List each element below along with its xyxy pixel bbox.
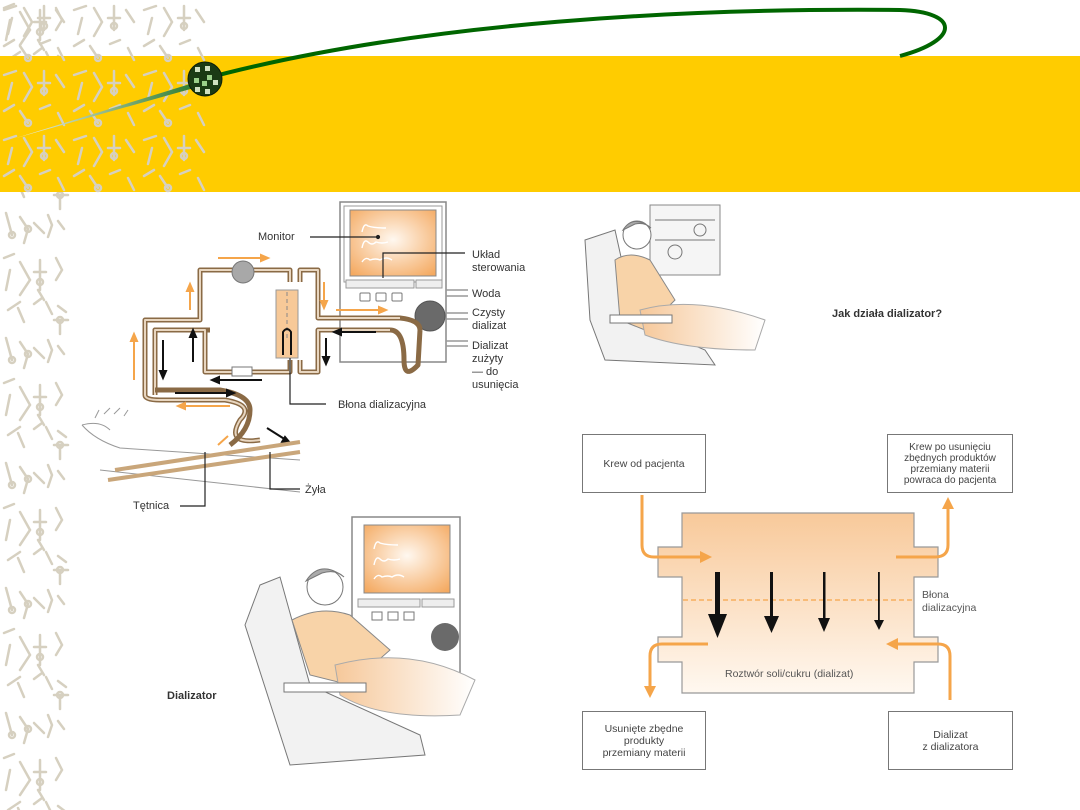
box-blood-returns: Krew po usunięciu zbędnych produktów prz… [887,434,1013,493]
diffusion-arrows [708,572,884,638]
label-control-unit-2: sterowania [472,262,526,274]
flow-arrows-orange [129,253,389,446]
decorative-swoosh [16,7,947,138]
dialysis-circuit-diagram [81,201,468,507]
label-monitor: Monitor [258,231,295,243]
label-used-dialysate-1: Dializat [472,340,509,352]
label-clean-dialysate-2: dializat [472,320,507,332]
leader-lines [180,234,465,507]
clamp-icon [231,366,253,377]
label-water: Woda [472,288,501,300]
monitor-screen [349,209,437,277]
label-used-dialysate-4: usunięcia [472,379,519,391]
chair [244,576,426,766]
water-lines [446,289,468,347]
header-pattern [0,0,210,195]
box-removed-waste: Usunięte zbędne produkty przemiany mater… [582,711,706,770]
label-membrane: Błona dializacyjna [338,399,427,411]
label-membrane-2: dializacyjna [922,602,977,614]
box-removed-waste-line: Usunięte zbędne [604,722,684,735]
dialyzer-flow-diagram [640,495,954,700]
label-clean-dialysate-1: Czysty [472,307,505,319]
box-blood-returns-line: powraca do pacjenta [903,474,997,486]
box-dialysate-from-dialyzer: Dializat z dializatora [888,711,1013,770]
box-blood-returns-line: przemiany materii [910,463,990,475]
label-used-dialysate-2: zużyty [472,353,504,365]
label-vein: Żyła [305,484,326,496]
label-saline-solution: Roztwór soli/cukru (dializat) [725,668,854,680]
box-blood-returns-line: zbędnych produktów [904,452,996,464]
arm-illustration [81,407,301,493]
patient-illustration-bottom [244,516,476,766]
caption-how-dialyzer-works: Jak działa dializator? [832,308,943,320]
label-control-unit-1: Układ [472,249,501,261]
pump-icon [231,260,255,284]
box-blood-returns-line: Krew po usunięciu [909,441,991,453]
patient-illustration-top [584,204,766,366]
label-artery: Tętnica [133,500,170,512]
box-dialysate-line: Dializat [933,728,968,741]
label-used-dialysate-3: — do [472,366,499,378]
caption-dialyzer: Dializator [167,690,217,702]
bead-icon [187,61,223,97]
dialyzer-chamber [657,512,939,694]
box-removed-waste-line: produkty [623,734,665,747]
box-dialysate-line: z dializatora [922,740,979,753]
vessels [107,440,301,482]
swoosh-curve [199,7,947,82]
flow-arrows-orange [640,495,952,700]
swoosh-tail [16,84,194,138]
dialyzer-cartridge [275,289,299,359]
orange-arrowheads [644,497,954,698]
box-blood-from-patient-text: Krew od pacjenta [603,457,685,470]
box-removed-waste-line: przemiany materii [602,746,686,759]
flow-arrows-black [158,327,376,445]
label-membrane-1: Błona [922,589,949,601]
dialysis-machine [339,201,447,363]
box-blood-from-patient: Krew od pacjenta [582,434,706,493]
